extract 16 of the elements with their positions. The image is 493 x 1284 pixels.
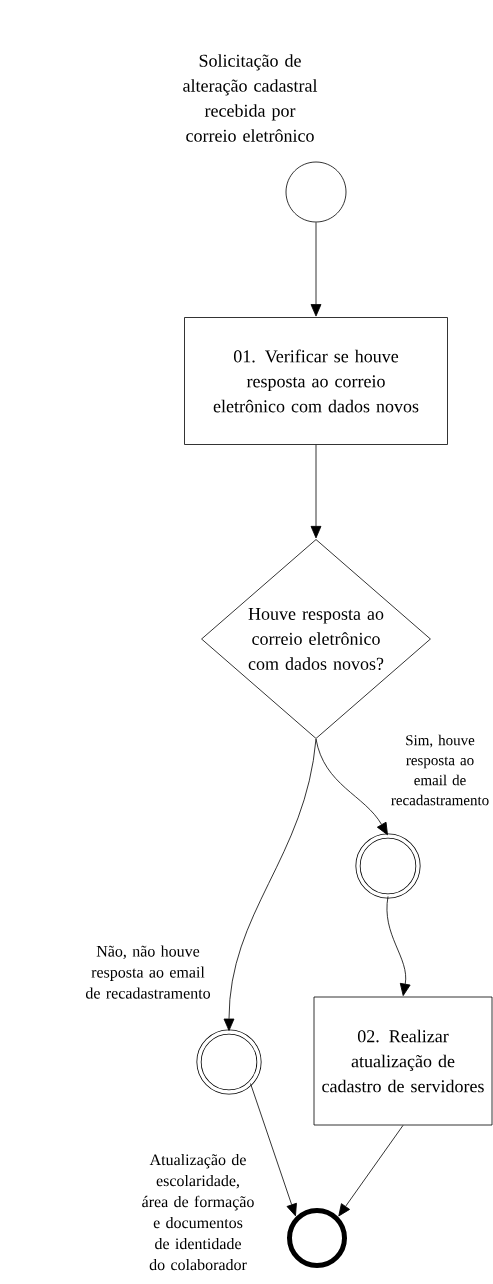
arrow — [310, 444, 322, 539]
event-label: Solicitação de alteração cadastral recebida por correio eletrônico — [183, 54, 318, 142]
intermediate-event-circle — [355, 833, 421, 899]
arrow — [310, 222, 322, 317]
arrow — [223, 738, 317, 1031]
event-label: Atualização de escolaridade, área de formação e documentos de identidade do colaborador — [142, 1153, 254, 1271]
end-event-circle — [287, 1208, 347, 1268]
edge-label: Não, não houve resposta ao email de recadastramento — [67, 944, 229, 1000]
task-box: 01. Verificar se houve resposta ao correio eletrônico com dados novos — [184, 317, 448, 445]
arrow — [338, 1125, 404, 1217]
arrow — [250, 1083, 297, 1217]
arrow — [386, 896, 411, 996]
intermediate-event-circle — [196, 1029, 262, 1095]
arrow — [315, 738, 388, 836]
start-event-circle — [285, 161, 347, 223]
task-box: 02. Realizar atualização de cadastro de servidores — [313, 996, 493, 1126]
